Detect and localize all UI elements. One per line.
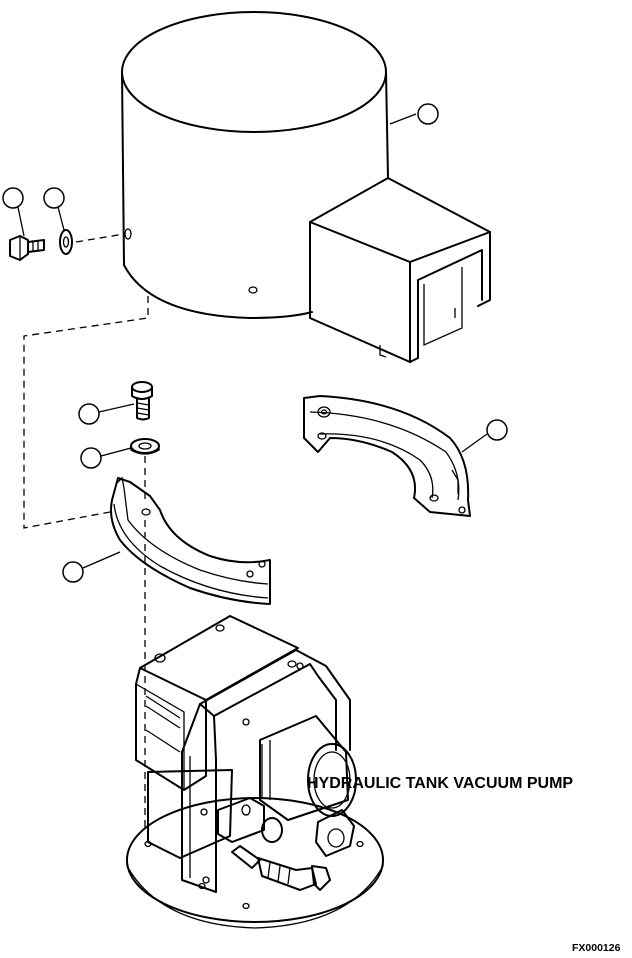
cap-screw-bracket — [131, 381, 153, 421]
cap-screw-cover-leader — [17, 206, 25, 237]
cover-callout — [417, 103, 439, 125]
cap-screw-cover — [9, 235, 45, 261]
assembly-line-cover — [23, 296, 149, 529]
washer-bracket-leader — [100, 447, 132, 457]
washer-cover-callout — [43, 187, 65, 209]
bracket-left-leader — [82, 551, 121, 569]
bracket-left-callout — [62, 561, 84, 583]
bracket-right — [303, 395, 471, 517]
diagram-title: HYDRAULIC TANK VACUUM PUMP — [307, 775, 573, 792]
bracket-right-callout — [486, 419, 508, 441]
vacuum-pump — [126, 615, 384, 929]
cap-screw-bracket-leader — [98, 403, 135, 413]
cover — [121, 11, 491, 363]
washer-cover — [59, 229, 73, 255]
cover-leader — [389, 113, 417, 125]
figure-code: FX000126 — [572, 942, 621, 954]
bracket-right-leader — [461, 433, 488, 453]
cap-screw-cover-callout — [2, 187, 24, 209]
cap-screw-bracket-callout — [78, 403, 100, 425]
cover-screw-axis — [75, 233, 125, 243]
washer-cover-leader — [57, 206, 65, 231]
washer-bracket — [130, 438, 160, 455]
washer-bracket-callout — [80, 447, 102, 469]
bracket-left — [110, 476, 271, 605]
